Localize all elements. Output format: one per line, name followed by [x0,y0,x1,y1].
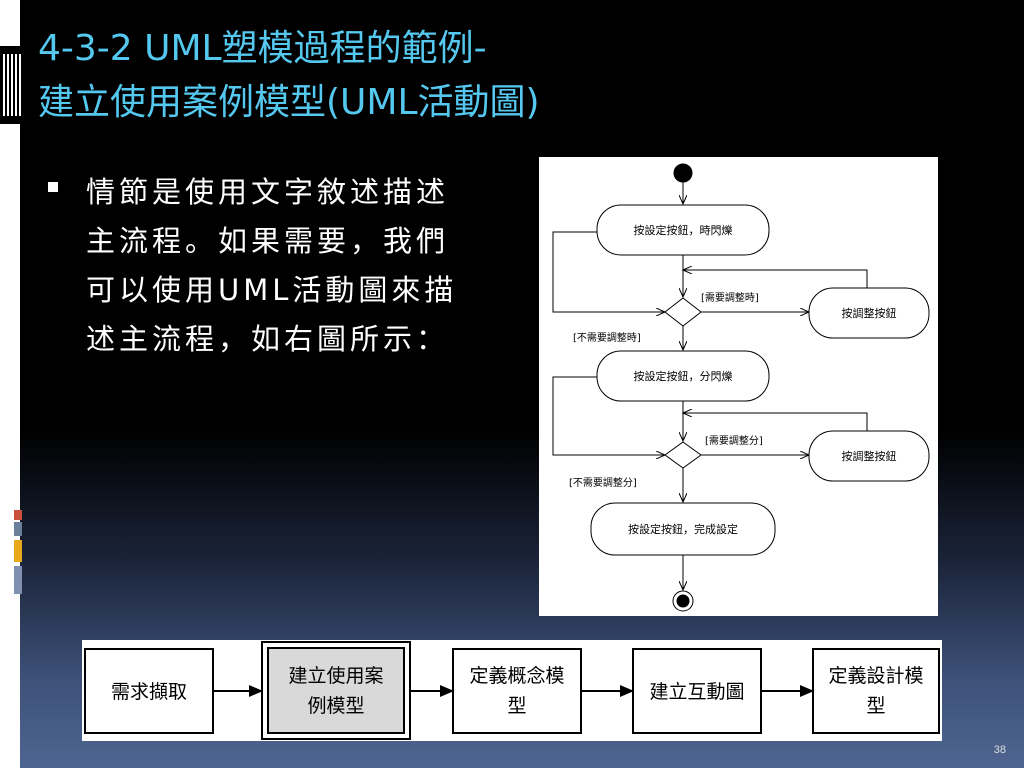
flow-step-label-1: 需求擷取 [111,681,187,703]
guard-label-2: [不需要調整時] [573,331,641,344]
action-node-5 [590,502,776,556]
action-label-2: 按調整按鈕 [842,306,897,320]
guard-label-3: [需要調整分] [705,434,763,447]
flow-step-label-4: 建立互動圖 [649,681,744,703]
flow-step-1 [84,648,214,734]
initial-node [673,163,693,183]
flow-step-label-5: 定義設計模型 [828,665,923,717]
flow-step-3 [452,648,582,734]
process-flow: 需求擷取 建立使用案例模型 定義概念模型 建立互動圖 定義設計模型 [82,640,942,741]
action-node-4 [808,430,930,482]
page-number: 38 [993,744,1006,756]
guard-label-1: [需要調整時] [701,291,759,304]
flow-step-5 [812,648,940,734]
action-node-1 [596,204,770,256]
action-node-3 [596,350,770,402]
action-node-2 [808,287,930,339]
flow-step-4 [632,648,762,734]
accent-block-red [14,510,22,520]
action-label-4: 按調整按鈕 [842,449,897,463]
accent-block-blue [14,566,22,594]
title-line-1: 4-3-2 UML塑模過程的範例- [38,28,487,69]
title-line-2: 建立使用案例模型(UML活動圖) [38,82,540,123]
guard-label-4: [不需要調整分] [569,476,637,489]
activity-diagram: 按設定按鈕，時閃爍 按調整按鈕 按設定按鈕，分閃爍 按調整按鈕 按設定按鈕，完成… [539,157,938,616]
slide-title: 4-3-2 UML塑模過程的範例- 建立使用案例模型(UML活動圖) [38,22,818,130]
action-label-1: 按設定按鈕，時閃爍 [634,223,733,237]
action-label-5: 按設定按鈕，完成設定 [628,522,738,536]
flow-step-2 [267,647,405,734]
flow-step-label-3: 定義概念模型 [469,664,564,717]
action-label-3: 按設定按鈕，分閃爍 [634,369,733,383]
accent-block-gray [14,522,22,536]
decision-node-hour [664,297,702,327]
decision-node-minute [664,441,702,469]
accent-block-orange [14,540,22,562]
bullet-text: 情節是使用文字敘述描述主流程。如果需要，我們可以使用UML活動圖來描述主流程，如… [86,175,458,356]
flow-step-label-2: 建立使用案例模型 [288,665,383,717]
bullet-marker [48,182,58,192]
title-decoration-icon [0,46,22,124]
